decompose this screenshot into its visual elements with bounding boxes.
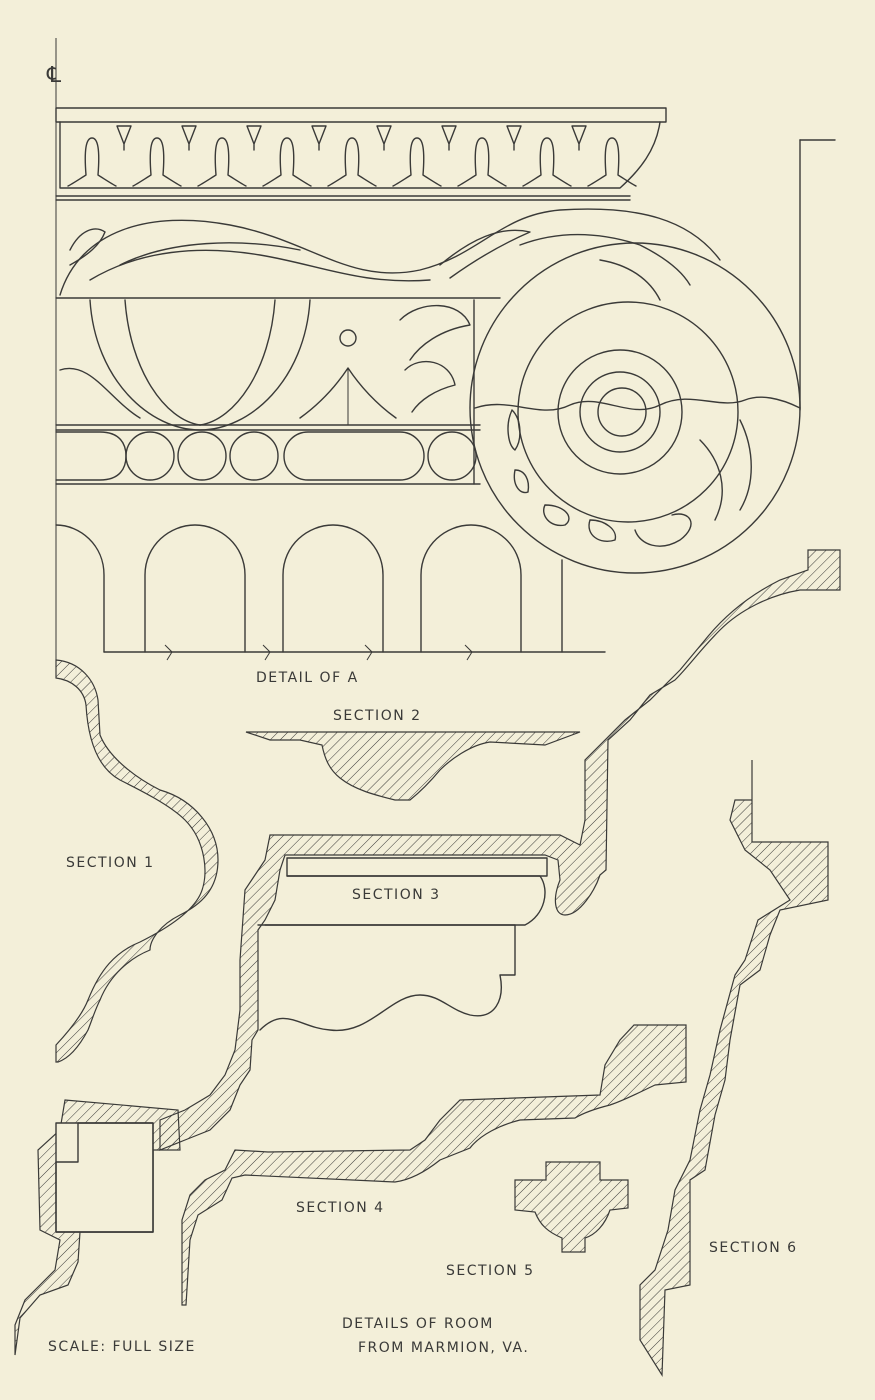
section-2-label: SECTION 2 (333, 708, 422, 724)
egg-ornament (197, 137, 247, 187)
scale-note: SCALE: FULL SIZE (48, 1339, 196, 1355)
section-1-profile: SECTION 1 (55, 659, 219, 1063)
dart-ornament (506, 125, 522, 151)
dart-ornament (116, 125, 132, 151)
section-1-hatch (55, 659, 219, 1063)
base-block-outline (55, 1122, 154, 1233)
dart-ornament (571, 125, 587, 151)
section-5-profile: SECTION 5 (446, 1161, 629, 1279)
egg-ornament (522, 137, 572, 187)
section-4-hatch (181, 1024, 687, 1306)
detail-a-label: DETAIL OF A (256, 670, 359, 686)
egg-ornament (587, 137, 637, 187)
dart-ornament (376, 125, 392, 151)
egg-and-dart-ornament (67, 125, 637, 187)
section-3-label: SECTION 3 (352, 887, 441, 903)
dart-ornament (246, 125, 262, 151)
section-1-label: SECTION 1 (66, 855, 155, 871)
section-3-bed (257, 924, 516, 1032)
egg-ornament (132, 137, 182, 187)
dart-ornament (441, 125, 457, 151)
flutes (55, 524, 606, 661)
section-4-profile: SECTION 4 (181, 1024, 687, 1306)
detail-a-elevation: ℄ (46, 38, 836, 686)
dart-ornament (181, 125, 197, 151)
swag-band (59, 299, 471, 431)
centerline-symbol: ℄ (46, 63, 62, 88)
section-2-hatch (245, 731, 581, 801)
section-4-label: SECTION 4 (296, 1200, 385, 1216)
egg-ornament (392, 137, 442, 187)
volute (469, 139, 836, 574)
egg-dart-band (59, 121, 661, 189)
section-5-hatch (514, 1161, 629, 1253)
section-3-hatch (159, 549, 841, 1151)
egg-ornament (67, 137, 117, 187)
dart-ornament (311, 125, 327, 151)
section-3-fillet (286, 857, 548, 877)
section-2-profile: SECTION 2 (245, 708, 581, 801)
caption-line-2: FROM MARMION, VA. (358, 1340, 529, 1356)
section-6-profile: SECTION 6 (639, 760, 829, 1377)
section-3-profile: SECTION 3 (159, 549, 841, 1151)
bead-and-reel (55, 431, 477, 481)
acanthus-scroll (59, 208, 721, 301)
section-5-label: SECTION 5 (446, 1263, 535, 1279)
section-6-label: SECTION 6 (709, 1240, 798, 1256)
egg-ornament (327, 137, 377, 187)
egg-ornament (262, 137, 312, 187)
base-profile (14, 1099, 181, 1356)
section-3-cyma (264, 875, 546, 926)
section-6-hatch (639, 760, 829, 1377)
caption-line-1: DETAILS OF ROOM (342, 1316, 494, 1332)
abacus-fillet (55, 107, 667, 123)
egg-ornament (457, 137, 507, 187)
